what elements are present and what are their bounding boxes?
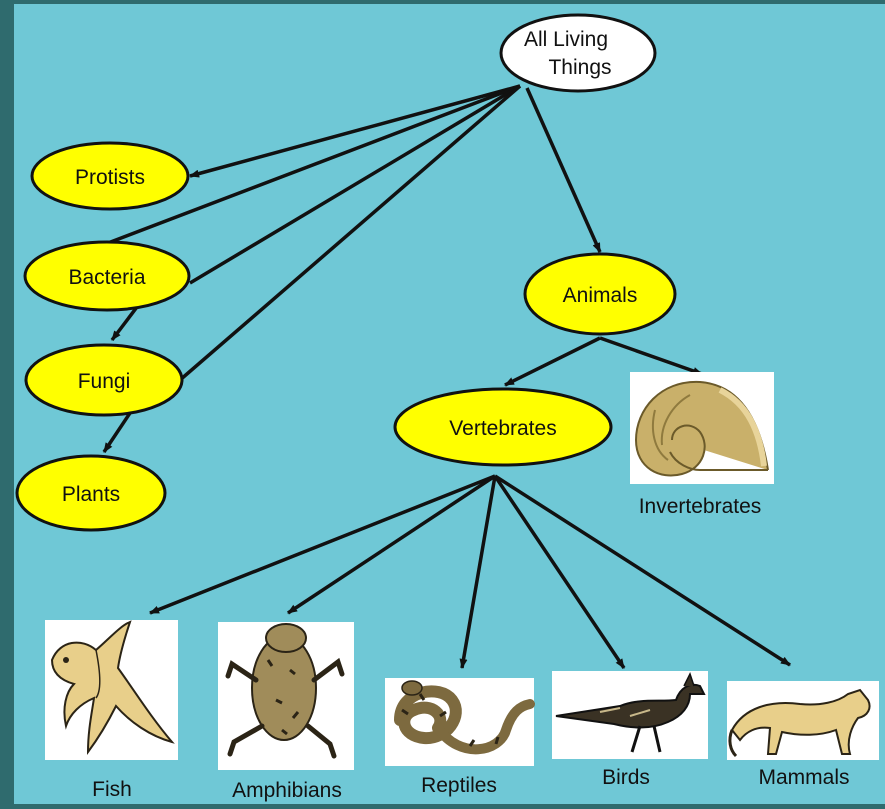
node-plants-label: Plants bbox=[62, 483, 120, 506]
node-all-living-things: All Living Things bbox=[501, 15, 655, 91]
node-fungi-label: Fungi bbox=[78, 370, 131, 393]
node-fungi: Fungi bbox=[26, 345, 182, 415]
picture-invertebrates: Invertebrates bbox=[630, 372, 774, 518]
node-plants: Plants bbox=[17, 456, 165, 530]
amphibians-label: Amphibians bbox=[232, 779, 342, 802]
node-vertebrates: Vertebrates bbox=[395, 389, 611, 465]
node-bacteria: Bacteria bbox=[25, 242, 189, 310]
fish-label: Fish bbox=[92, 778, 132, 801]
node-vertebrates-label: Vertebrates bbox=[449, 417, 556, 440]
mammals-label: Mammals bbox=[758, 766, 849, 789]
node-protists-label: Protists bbox=[75, 166, 145, 189]
node-animals-label: Animals bbox=[563, 284, 638, 307]
root-label-line1: All Living bbox=[524, 28, 608, 51]
node-animals: Animals bbox=[525, 254, 675, 334]
invertebrates-label: Invertebrates bbox=[639, 495, 762, 518]
root-label-line2: Things bbox=[548, 56, 611, 79]
reptiles-label: Reptiles bbox=[421, 774, 497, 797]
birds-label: Birds bbox=[602, 766, 650, 789]
node-bacteria-label: Bacteria bbox=[68, 266, 145, 289]
node-protists: Protists bbox=[32, 143, 188, 209]
